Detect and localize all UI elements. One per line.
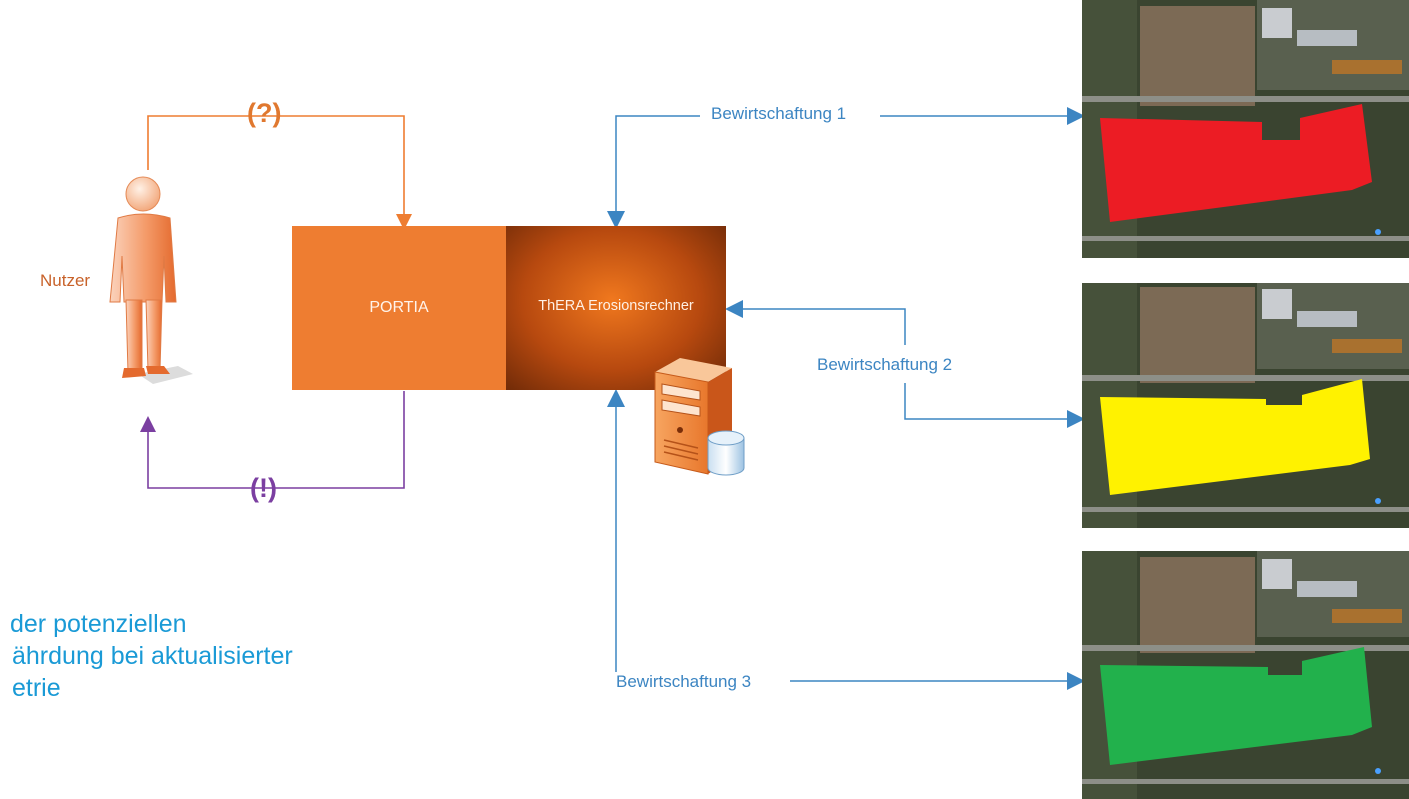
field-map-1 <box>1082 0 1409 258</box>
caption: der potenziellen ährdung bei aktualisier… <box>0 608 470 704</box>
request-symbol: (?) <box>247 98 282 128</box>
user-figure-icon <box>109 176 193 384</box>
field-map-2 <box>1082 283 1409 528</box>
field-shape-1 <box>1100 104 1372 222</box>
flow-2-connector-in <box>725 300 906 345</box>
response-connector <box>140 391 405 489</box>
flow-2-connector-out <box>904 383 1085 428</box>
flow-3-label: Bewirtschaftung 3 <box>614 672 754 692</box>
user-label: Nutzer <box>40 271 91 290</box>
flow-1-connector-in <box>607 115 700 229</box>
caption-line-3: etrie <box>12 674 61 702</box>
portia-box: PORTIA <box>292 226 506 390</box>
flow-1-label: Bewirtschaftung 1 <box>709 104 849 124</box>
server-icon <box>654 358 745 476</box>
caption-line-2: ährdung bei aktualisierter <box>12 642 293 670</box>
field-shape-3 <box>1100 647 1372 765</box>
caption-line-1: der potenziellen <box>10 610 187 638</box>
portia-label: PORTIA <box>369 299 429 316</box>
field-shape-2 <box>1100 379 1370 495</box>
thera-label: ThERA Erosionsrechner <box>538 298 694 314</box>
field-map-3 <box>1082 551 1409 799</box>
request-connector <box>147 115 412 230</box>
flow-2-label: Bewirtschaftung 2 <box>817 355 953 375</box>
response-symbol: (!) <box>250 473 277 503</box>
